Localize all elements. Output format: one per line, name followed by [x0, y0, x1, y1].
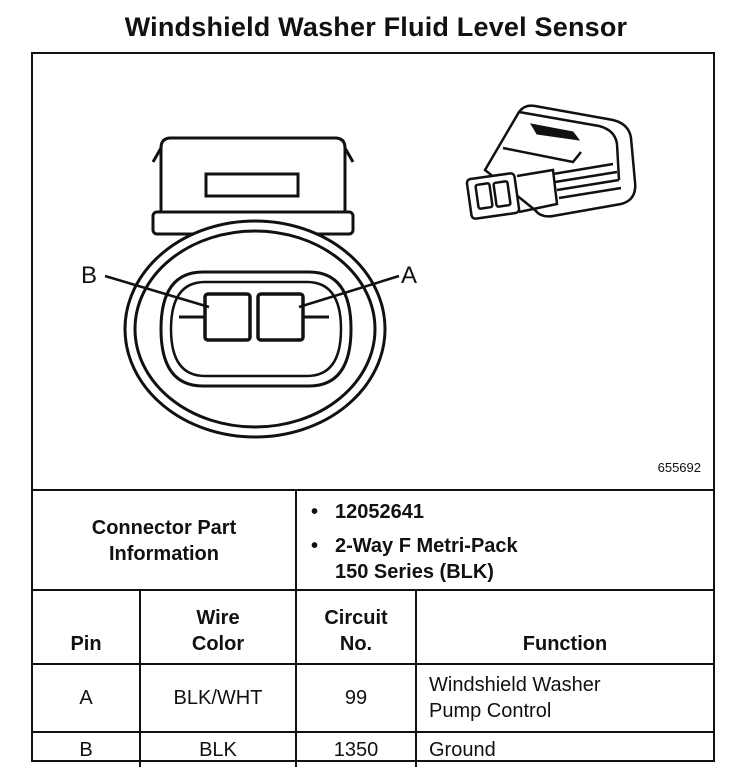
connector-isometric-view: [465, 104, 637, 220]
part-number-item: • 12052641: [311, 499, 518, 525]
connector-illustration: [104, 104, 637, 439]
bullet-icon: •: [311, 501, 319, 523]
cell-function: Windshield Washer Pump Control: [415, 663, 713, 733]
header-wire-line1: Wire: [196, 607, 240, 629]
header-circuit-line1: Circuit: [324, 607, 388, 629]
cell-wire-color: BLK: [139, 731, 297, 767]
part-number: 12052641: [335, 501, 424, 523]
connector-info-list: • 12052641 • 2-Way F Metri-Pack 150 Series…: [311, 499, 518, 585]
connector-info-label: Connector Part Information: [33, 491, 297, 591]
header-pin: Pin: [33, 589, 141, 665]
table-row: B BLK 1350 Ground: [33, 731, 713, 767]
table-row: A BLK/WHT 99 Windshield Washer Pump Cont…: [33, 663, 713, 733]
cell-wire-color: BLK/WHT: [139, 663, 297, 733]
connector-description-line1: 2-Way F Metri-Pack: [335, 535, 518, 557]
page-title: Windshield Washer Fluid Level Sensor: [124, 12, 628, 42]
connector-info-label-line2: Information: [109, 543, 219, 565]
cell-pin: A: [33, 663, 141, 733]
bullet-icon: •: [311, 535, 319, 557]
pin-table-header: Pin Wire Color Circuit No. Function: [33, 589, 713, 665]
pin-table: Pin Wire Color Circuit No. Function A BL…: [33, 589, 713, 767]
cell-function-line2: Pump Control: [429, 700, 552, 722]
diagram-area: B A 655692: [33, 54, 713, 489]
header-wire-line2: Color: [191, 633, 245, 655]
pin-label-a: A: [401, 262, 418, 289]
connector-face-view: [104, 136, 400, 439]
cell-function: Ground: [415, 731, 713, 767]
header-function: Function: [415, 589, 713, 665]
pin-label-b: B: [81, 262, 98, 289]
connector-info-label-line1: Connector Part: [91, 517, 237, 539]
connector-description-item: • 2-Way F Metri-Pack: [311, 533, 518, 559]
cell-circuit: 99: [295, 663, 417, 733]
cell-circuit: 1350: [295, 731, 417, 767]
header-circuit-line2: No.: [339, 633, 373, 655]
connector-description-line2: 150 Series (BLK): [335, 561, 494, 583]
figure-number: 655692: [657, 460, 701, 475]
connector-part-info: Connector Part Information • 12052641 • 2-…: [33, 489, 713, 591]
connector-diagram-frame: B A 655692 Connector Part Information • 1…: [31, 52, 715, 767]
header-circuit-no: Circuit No.: [295, 589, 417, 665]
cell-pin: B: [33, 731, 141, 767]
header-wire-color: Wire Color: [139, 589, 297, 665]
cell-function-line1: Windshield Washer: [429, 674, 601, 696]
